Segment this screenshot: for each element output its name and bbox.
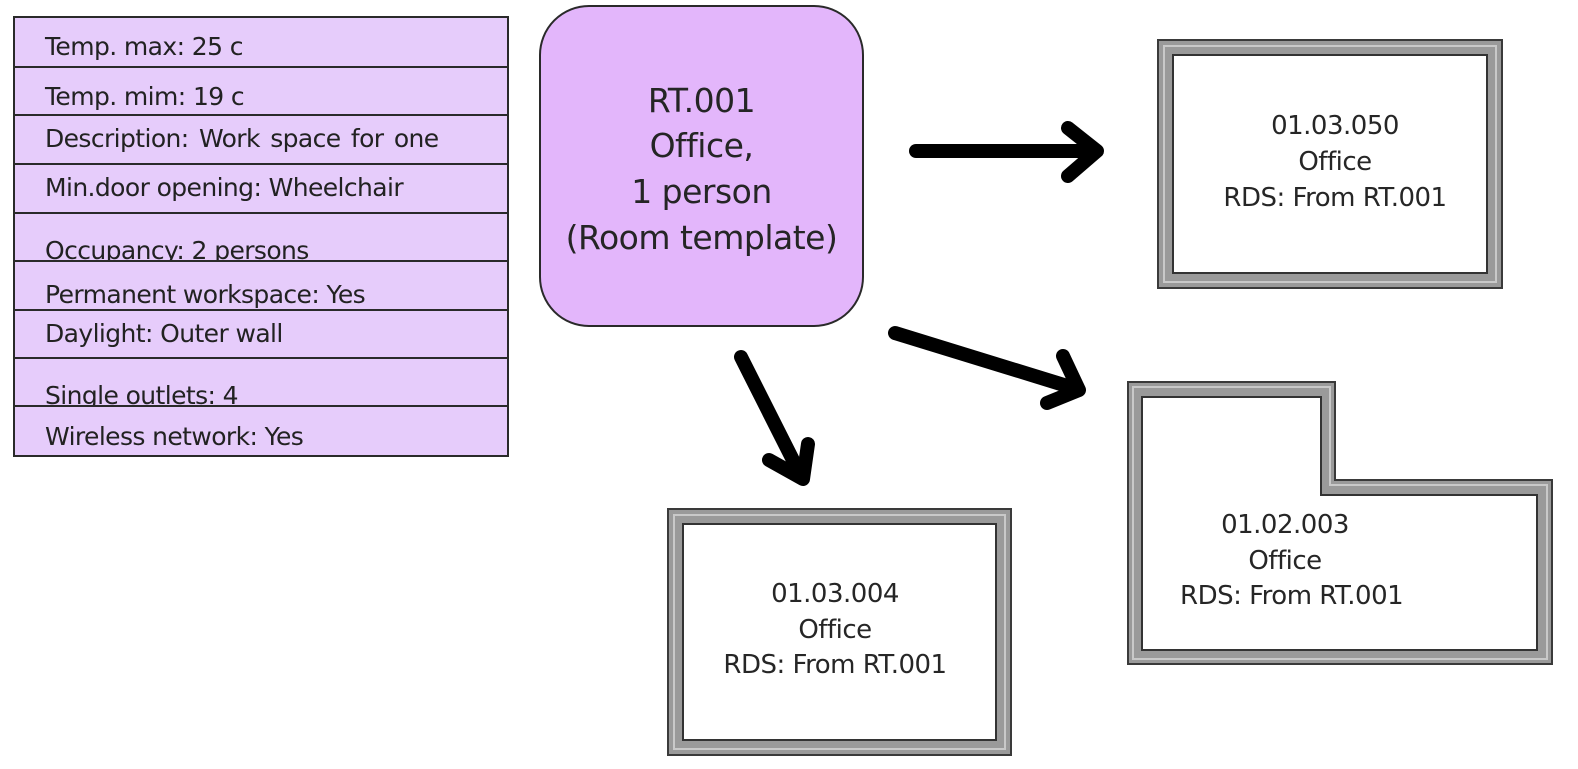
template-label: (Room template) bbox=[565, 218, 838, 257]
arrow-to-room-01-03-050 bbox=[909, 121, 1104, 183]
template-occupancy: 1 person bbox=[631, 172, 772, 211]
template-type: Office, bbox=[649, 126, 754, 165]
room-name: Office bbox=[1248, 546, 1322, 576]
template-id: RT.001 bbox=[647, 81, 756, 120]
room-properties-table: Temp. max: 25 c Temp. mim: 19 c Descript… bbox=[13, 16, 509, 457]
property-wireless-network: Wireless network: Yes bbox=[45, 422, 304, 451]
property-permanent-workspace: Permanent workspace: Yes bbox=[15, 262, 507, 311]
room-01-03-050 bbox=[1157, 39, 1503, 289]
room-template-box: RT.001 Office, 1 person (Room template) bbox=[539, 5, 864, 327]
room-rds: RDS: From RT.001 bbox=[1180, 581, 1404, 611]
room-number: 01.03.004 bbox=[771, 579, 899, 609]
arrow-to-room-01-02-003 bbox=[888, 326, 1086, 410]
room-rds: RDS: From RT.001 bbox=[1223, 183, 1447, 213]
room-rds: RDS: From RT.001 bbox=[723, 650, 947, 680]
room-name: Office bbox=[798, 615, 872, 645]
property-temp-min: Temp. mim: 19 c bbox=[15, 68, 507, 116]
property-min-door-opening: Min.door opening: Wheelchair bbox=[15, 165, 507, 214]
room-01-03-004 bbox=[667, 508, 1012, 756]
property-daylight: Daylight: Outer wall bbox=[15, 311, 507, 359]
property-description: Description: Work space for one bbox=[15, 116, 507, 165]
property-single-outlets: Single outlets: 4 bbox=[15, 359, 507, 407]
property-temp-max: Temp. max: 25 c bbox=[15, 18, 507, 68]
room-number: 01.02.003 bbox=[1221, 510, 1349, 540]
arrow-to-room-01-03-004 bbox=[734, 350, 815, 486]
room-name: Office bbox=[1298, 147, 1372, 177]
room-01-02-003 bbox=[1127, 381, 1553, 665]
property-occupancy: Occupancy: 2 persons bbox=[15, 214, 507, 262]
room-number: 01.03.050 bbox=[1271, 111, 1399, 141]
